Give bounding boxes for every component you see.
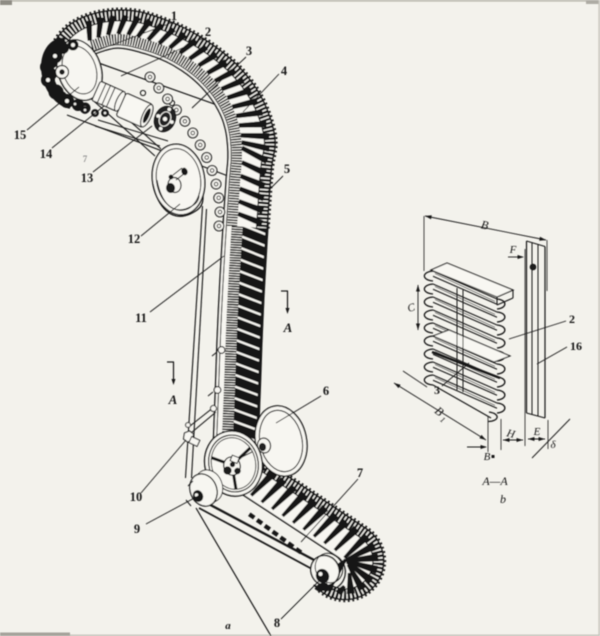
svg-text:14: 14 [40,147,53,161]
svg-text:2: 2 [205,25,211,39]
svg-text:5: 5 [284,162,290,176]
svg-text:11: 11 [135,311,147,325]
svg-text:A: A [283,320,293,335]
svg-text:B: B [480,218,491,233]
svg-text:2: 2 [569,312,575,326]
svg-text:3: 3 [246,44,252,58]
svg-text:10: 10 [130,490,143,504]
svg-text:12: 12 [128,232,141,246]
svg-text:4: 4 [281,64,288,78]
svg-text:b: b [500,492,506,506]
svg-text:3: 3 [434,383,440,397]
svg-text:1: 1 [171,9,177,23]
svg-text:C: C [406,301,417,315]
svg-text:A: A [168,392,178,407]
svg-text:15: 15 [14,128,27,142]
svg-text:8: 8 [274,616,280,630]
svg-text:F: F [509,244,517,256]
svg-text:a: a [225,620,231,632]
svg-text:7: 7 [83,154,88,164]
svg-text:6: 6 [323,384,329,398]
svg-text:A—A: A—A [481,474,508,488]
svg-text:E: E [533,426,541,438]
svg-text:B: B [484,451,491,463]
svg-text:13: 13 [81,171,94,185]
svg-text:9: 9 [134,522,140,536]
svg-text:1: 1 [438,415,447,425]
svg-text:δ: δ [550,439,556,451]
svg-text:H: H [504,427,517,441]
svg-text:16: 16 [570,339,582,353]
svg-text:7: 7 [357,466,363,480]
